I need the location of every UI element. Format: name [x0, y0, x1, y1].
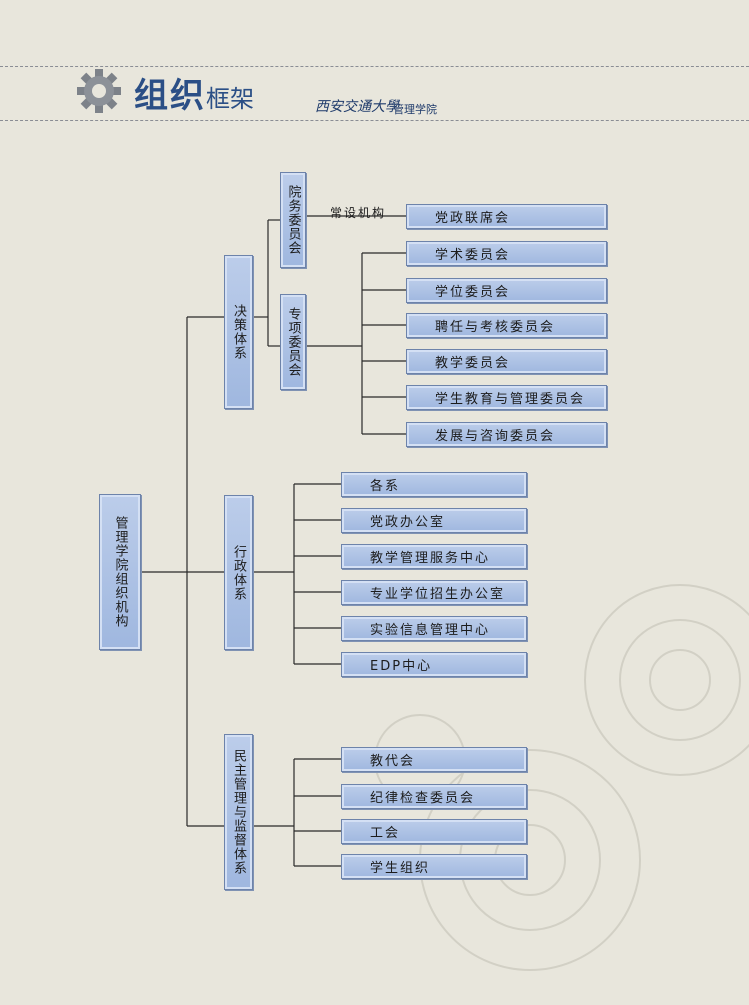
- special-item-label: 发展与咨询委员会: [435, 429, 556, 444]
- root-node: 管理学院组织机构: [99, 494, 141, 650]
- democratic-item-label: 纪律检查委员会: [370, 791, 476, 806]
- affairs-committee-label: 院务委员会: [285, 185, 301, 255]
- party-meeting-node: 党政联席会: [406, 204, 607, 229]
- decision-system-node: 决策体系: [224, 255, 253, 409]
- admin-item-label: 实验信息管理中心: [370, 623, 491, 638]
- admin-item: 党政办公室: [341, 508, 527, 533]
- header-rule-top: [0, 66, 749, 67]
- democratic-item: 教代会: [341, 747, 527, 772]
- school-name: 管理学院: [393, 103, 437, 116]
- special-item: 学术委员会: [406, 241, 607, 266]
- admin-item-label: EDP中心: [370, 659, 433, 674]
- special-item: 发展与咨询委员会: [406, 422, 607, 447]
- admin-item: EDP中心: [341, 652, 527, 677]
- democratic-item: 纪律检查委员会: [341, 784, 527, 809]
- special-item-label: 聘任与考核委员会: [435, 320, 556, 335]
- party-meeting-label: 党政联席会: [435, 211, 511, 226]
- democratic-item: 学生组织: [341, 854, 527, 879]
- democratic-system-node: 民主管理与监督体系: [224, 734, 253, 890]
- special-committee-node: 专项委员会: [280, 294, 306, 390]
- democratic-item-label: 学生组织: [370, 861, 431, 876]
- admin-item: 实验信息管理中心: [341, 616, 527, 641]
- special-item-label: 学位委员会: [435, 285, 511, 300]
- admin-system-label: 行政体系: [231, 544, 246, 601]
- admin-item-label: 教学管理服务中心: [370, 551, 491, 566]
- special-item-label: 教学委员会: [435, 356, 511, 371]
- page-subtitle: 框架: [206, 85, 254, 113]
- special-item: 教学委员会: [406, 349, 607, 374]
- admin-item: 教学管理服务中心: [341, 544, 527, 569]
- header-rule-bottom: [0, 120, 749, 121]
- special-item: 学位委员会: [406, 278, 607, 303]
- admin-item: 专业学位招生办公室: [341, 580, 527, 605]
- admin-item-label: 党政办公室: [370, 515, 446, 530]
- admin-item-label: 各系: [370, 479, 401, 494]
- democratic-item: 工会: [341, 819, 527, 844]
- page-title: 组织: [134, 76, 206, 116]
- root-label: 管理学院组织机构: [112, 516, 128, 628]
- standing-body-label: 常设机构: [330, 206, 387, 220]
- affairs-committee-node: 院务委员会: [280, 172, 306, 268]
- special-item: 聘任与考核委员会: [406, 313, 607, 338]
- decision-system-label: 决策体系: [231, 304, 246, 360]
- admin-item: 各系: [341, 472, 527, 497]
- democratic-item-label: 教代会: [370, 754, 416, 769]
- special-item-label: 学生教育与管理委员会: [435, 392, 586, 407]
- special-committee-label: 专项委员会: [285, 307, 301, 377]
- admin-system-node: 行政体系: [224, 495, 253, 650]
- democratic-system-label: 民主管理与监督体系: [231, 749, 246, 875]
- admin-item-label: 专业学位招生办公室: [370, 587, 506, 602]
- university-name: 西安交通大學: [315, 99, 399, 115]
- gear-icon: [77, 69, 121, 113]
- special-item-label: 学术委员会: [435, 248, 511, 263]
- democratic-item-label: 工会: [370, 826, 401, 841]
- special-item: 学生教育与管理委员会: [406, 385, 607, 410]
